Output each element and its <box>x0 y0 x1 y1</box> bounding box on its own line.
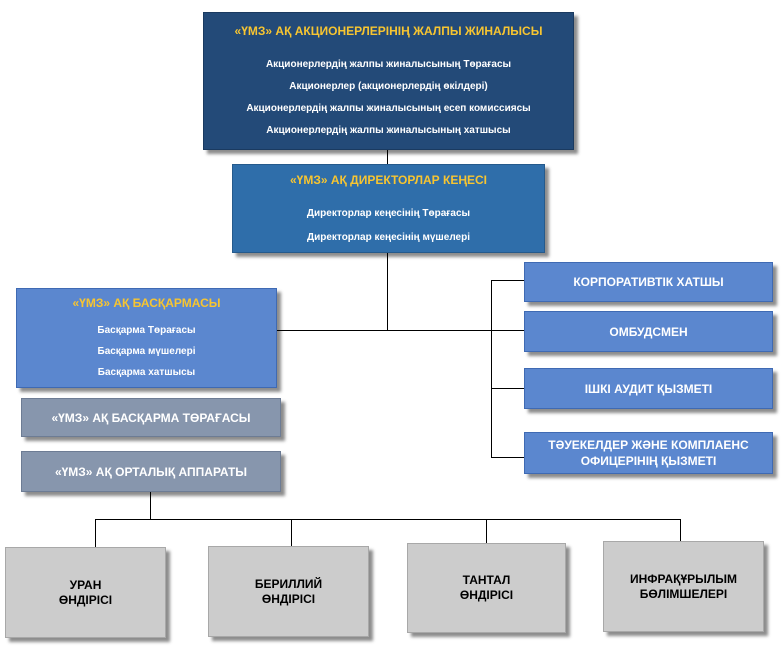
infrastructure-units-box: ИНФРАҚҰРЫЛЫМ БӨЛІМШЕЛЕРІ <box>603 541 764 632</box>
connector-line <box>486 519 487 543</box>
tantalum-production-box: ТАНТАЛ ӨНДІРІСІ <box>407 543 566 633</box>
board-of-directors-title: «ҮМЗ» АҚ ДИРЕКТОРЛАР КЕҢЕСІ <box>289 172 488 187</box>
tantalum-production-line2: ӨНДІРІСІ <box>459 588 514 602</box>
beryllium-production-line2: ӨНДІРІСІ <box>261 591 316 606</box>
general-assembly-shareholders: Акционерлер (акционерлердің өкілдері) <box>289 81 488 92</box>
connector-line <box>95 519 96 547</box>
general-assembly-counting-commission: Акционерлердің жалпы жиналысының есеп ко… <box>246 103 531 114</box>
connector-line <box>491 280 492 458</box>
general-assembly-secretary: Акционерлердің жалпы жиналысының хатшысы <box>266 125 511 136</box>
beryllium-production-box: БЕРИЛЛИЙ ӨНДІРІСІ <box>208 546 369 637</box>
corporate-secretary-box: КОРПОРАТИВТІК ХАТШЫ <box>524 262 773 302</box>
connector-line <box>291 519 292 546</box>
general-assembly-chairman: Акционерлердің жалпы жиналысының Төрағас… <box>265 59 512 70</box>
uranium-production-box: УРАН ӨНДІРІСІ <box>5 547 166 638</box>
management-board-chairman: Басқарма Төрағасы <box>97 325 196 336</box>
connector-line <box>387 253 388 331</box>
management-board-members: Басқарма мүшелері <box>97 346 196 357</box>
infrastructure-units-line1: ИНФРАҚҰРЫЛЫМ <box>629 571 738 586</box>
connector-line <box>491 388 524 389</box>
connector-line <box>491 457 524 458</box>
connector-line <box>491 330 524 331</box>
uranium-production-line1: УРАН <box>69 577 102 592</box>
beryllium-production-line1: БЕРИЛЛИЙ <box>254 576 323 591</box>
connector-line <box>277 330 492 331</box>
uranium-production-line2: ӨНДІРІСІ <box>58 592 113 607</box>
board-chairman: Директорлар кеңесінің Төрағасы <box>306 207 471 219</box>
tantalum-production-line1: ТАНТАЛ <box>462 573 511 587</box>
management-board-secretary: Басқарма хатшысы <box>97 367 196 378</box>
risk-compliance-box: ТӘУЕКЕЛДЕР ЖӘНЕ КОМПЛАЕНС ОФИЦЕРІНІҢ ҚЫЗ… <box>524 432 773 474</box>
board-of-directors-box: «ҮМЗ» АҚ ДИРЕКТОРЛАР КЕҢЕСІ Директорлар … <box>232 164 545 253</box>
ombudsman-box: ОМБУДСМЕН <box>524 311 773 352</box>
board-members: Директорлар кеңесінің мүшелері <box>306 231 471 243</box>
central-apparatus-box: «ҮМЗ» АҚ ОРТАЛЫҚ АППАРАТЫ <box>21 451 281 492</box>
board-chairman-box: «ҮМЗ» АҚ БАСҚАРМА ТӨРАҒАСЫ <box>21 398 281 437</box>
general-assembly-title: «ҮМЗ» АҚ АКЦИОНЕРЛЕРІНІҢ ЖАЛПЫ ЖИНАЛЫСЫ <box>234 24 543 38</box>
infrastructure-units-line2: БӨЛІМШЕЛЕРІ <box>639 586 728 601</box>
connector-line <box>491 280 524 281</box>
connector-line <box>387 150 388 164</box>
connector-line <box>680 519 681 541</box>
connector-line <box>95 519 681 520</box>
management-board-box: «ҮМЗ» АҚ БАСҚАРМАСЫ Басқарма Төрағасы Ба… <box>16 288 277 388</box>
general-assembly-box: «ҮМЗ» АҚ АКЦИОНЕРЛЕРІНІҢ ЖАЛПЫ ЖИНАЛЫСЫ … <box>203 12 574 150</box>
connector-line <box>150 492 151 519</box>
management-board-title: «ҮМЗ» АҚ БАСҚАРМАСЫ <box>72 296 221 310</box>
internal-audit-box: ІШКІ АУДИТ ҚЫЗМЕТІ <box>524 368 773 409</box>
